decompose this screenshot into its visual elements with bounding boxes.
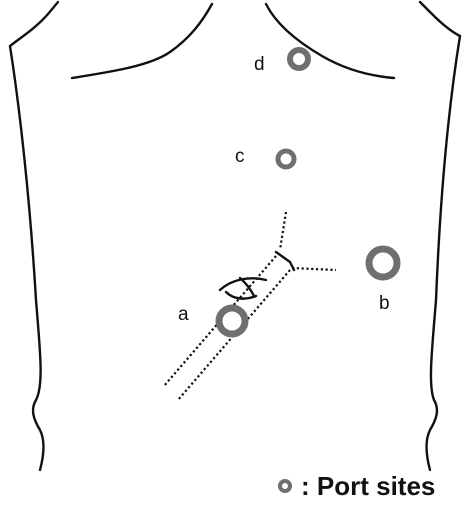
torso-outline (10, 2, 460, 470)
port-ring-icon (290, 50, 308, 68)
legend-text: : Port sites (301, 471, 435, 501)
port-label-d: d (254, 54, 265, 75)
port-ring-icon (278, 151, 294, 167)
right-costal-margin (266, 4, 394, 78)
left-flank-line (10, 46, 43, 470)
bracket-mark (276, 252, 294, 270)
umbilicus-mark (220, 278, 266, 299)
port-site-a (219, 308, 245, 334)
right-shoulder-line (420, 2, 460, 36)
left-costal-margin (72, 4, 212, 78)
legend-port-icon (280, 481, 290, 491)
port-site-d (290, 50, 308, 68)
port-label-a: a (178, 304, 189, 325)
port-ring-icon (369, 249, 397, 277)
port-label-b: b (379, 293, 390, 314)
port-site-c (278, 151, 294, 167)
dotted-line-right (292, 268, 336, 270)
dotted-line-upper (280, 212, 286, 250)
incision-guides (164, 212, 336, 400)
right-flank-line (427, 36, 460, 470)
legend: : Port sites (280, 471, 435, 501)
port-site-b (369, 249, 397, 277)
port-ring-icon (219, 308, 245, 334)
left-shoulder-line (10, 2, 58, 46)
port-label-c: c (235, 146, 245, 167)
